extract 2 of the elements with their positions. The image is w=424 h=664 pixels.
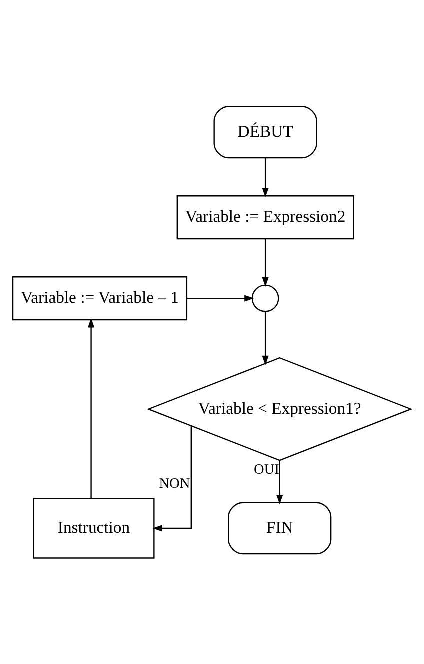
edge-label: NON xyxy=(159,476,190,492)
edge-label: OUI xyxy=(254,462,280,478)
